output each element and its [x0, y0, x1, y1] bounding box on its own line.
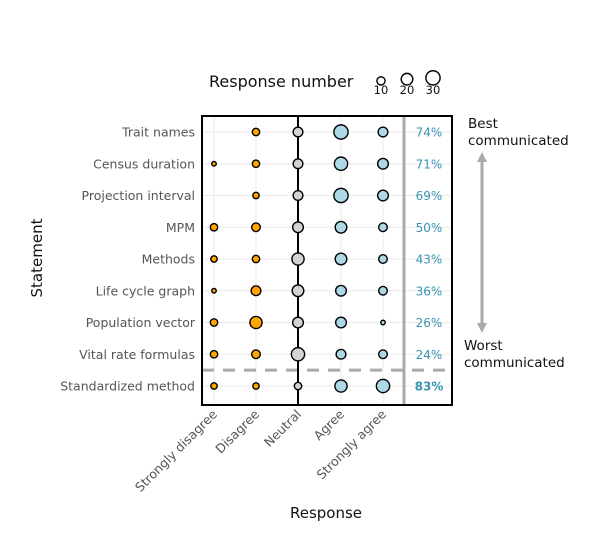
bubble-neutral	[290, 346, 306, 362]
bubbles	[209, 124, 391, 394]
worst-label-line1: Worst	[464, 338, 503, 354]
bubble-disagree	[249, 315, 263, 330]
y-tick-label: Trait names	[121, 125, 195, 140]
x-tick-label: Agree	[311, 406, 348, 443]
bubble-disagree	[250, 222, 262, 233]
bubble-neutral	[292, 189, 304, 202]
percent-label: 36%	[416, 284, 443, 298]
bubble-strongly-agree	[380, 319, 386, 326]
worst-label-line2: communicated	[464, 355, 565, 371]
percent-label: 43%	[416, 253, 443, 267]
bubble-disagree	[251, 127, 261, 137]
legend-value-label: 20	[400, 83, 415, 97]
bubble-strongly-disagree	[210, 382, 218, 390]
bubble-strongly-agree	[377, 222, 389, 233]
bubble-disagree	[251, 159, 261, 169]
percent-labels: 74% 71% 69% 50% 43% 36% 26% 24% 83%	[415, 126, 444, 394]
x-tick-label: Neutral	[261, 407, 304, 450]
percent-label: 74%	[416, 126, 443, 140]
bubble-neutral	[292, 158, 304, 170]
bubble-strongly-disagree	[211, 287, 217, 294]
legend-value-label: 10	[374, 83, 389, 97]
y-tick-label: Census duration	[93, 156, 195, 171]
bubble-strongly-agree	[375, 378, 391, 394]
bubble-strongly-disagree	[209, 222, 219, 232]
bubble-disagree	[252, 382, 260, 390]
percent-label: 50%	[416, 221, 443, 235]
bubble-strongly-agree	[377, 253, 389, 265]
y-tick-label: Vital rate formulas	[79, 347, 195, 362]
legend-value-label: 30	[426, 83, 441, 97]
bubble-agree	[333, 124, 349, 140]
bubble-agree	[335, 348, 347, 360]
percent-label: 26%	[416, 316, 443, 330]
plot-panel-border	[201, 115, 453, 406]
legend-bubble	[400, 72, 414, 86]
arrow-up-icon	[477, 152, 487, 162]
bubble-neutral	[291, 284, 305, 298]
bubble-neutral	[291, 316, 305, 329]
bubble-agree	[334, 220, 348, 234]
y-axis-title: Statement	[28, 218, 46, 297]
y-tick-label: Methods	[142, 252, 195, 267]
bubble-strongly-agree	[376, 157, 390, 170]
bubble-strongly-agree	[377, 126, 389, 138]
percent-label: 83%	[415, 380, 444, 394]
bubble-agree	[334, 252, 348, 266]
bubble-strongly-agree	[377, 285, 389, 296]
best-label-line1: Best	[468, 116, 498, 132]
x-tick-label: Strongly disagree	[132, 406, 220, 494]
legend-bubble	[425, 70, 441, 86]
legend: Response number 10 20 30	[209, 70, 441, 97]
bubble-strongly-disagree	[209, 318, 219, 327]
y-tick-label: Population vector	[86, 315, 196, 330]
best-label-line2: communicated	[468, 133, 569, 149]
grid-lines	[202, 116, 452, 405]
bubble-strongly-disagree	[210, 255, 218, 263]
best-worst-annotation: Best communicated Worst communicated	[464, 116, 569, 371]
bubble-disagree	[250, 349, 262, 360]
bubble-disagree	[250, 285, 262, 297]
bubble-strongly-disagree	[209, 349, 219, 359]
bubble-strongly-disagree	[211, 160, 217, 167]
bubble-neutral	[293, 381, 303, 391]
y-tick-label: Projection interval	[82, 188, 195, 203]
legend-title: Response number	[209, 72, 354, 91]
bubble-neutral	[292, 126, 304, 138]
legend-bubble	[376, 76, 386, 86]
y-tick-label: MPM	[166, 220, 195, 235]
arrow-down-icon	[477, 323, 487, 333]
bubble-agree	[334, 379, 348, 393]
bubble-neutral	[291, 221, 305, 234]
bubble-agree	[334, 316, 348, 329]
y-tick-label: Standardized method	[60, 379, 195, 394]
x-tick-label: Disagree	[212, 406, 262, 456]
percent-label: 24%	[416, 348, 443, 362]
bubble-strongly-agree	[377, 349, 389, 360]
bubble-agree	[334, 284, 348, 297]
x-axis-title: Response	[290, 504, 362, 522]
bubble-agree	[333, 156, 349, 172]
bubble-disagree	[252, 191, 260, 200]
bubble-agree	[333, 187, 349, 204]
bubble-strongly-agree	[376, 189, 390, 202]
percent-label: 71%	[416, 157, 443, 171]
bubble-neutral	[291, 252, 305, 266]
percent-label: 69%	[416, 189, 443, 203]
bubble-disagree	[251, 254, 261, 264]
y-tick-label: Life cycle graph	[96, 283, 195, 298]
